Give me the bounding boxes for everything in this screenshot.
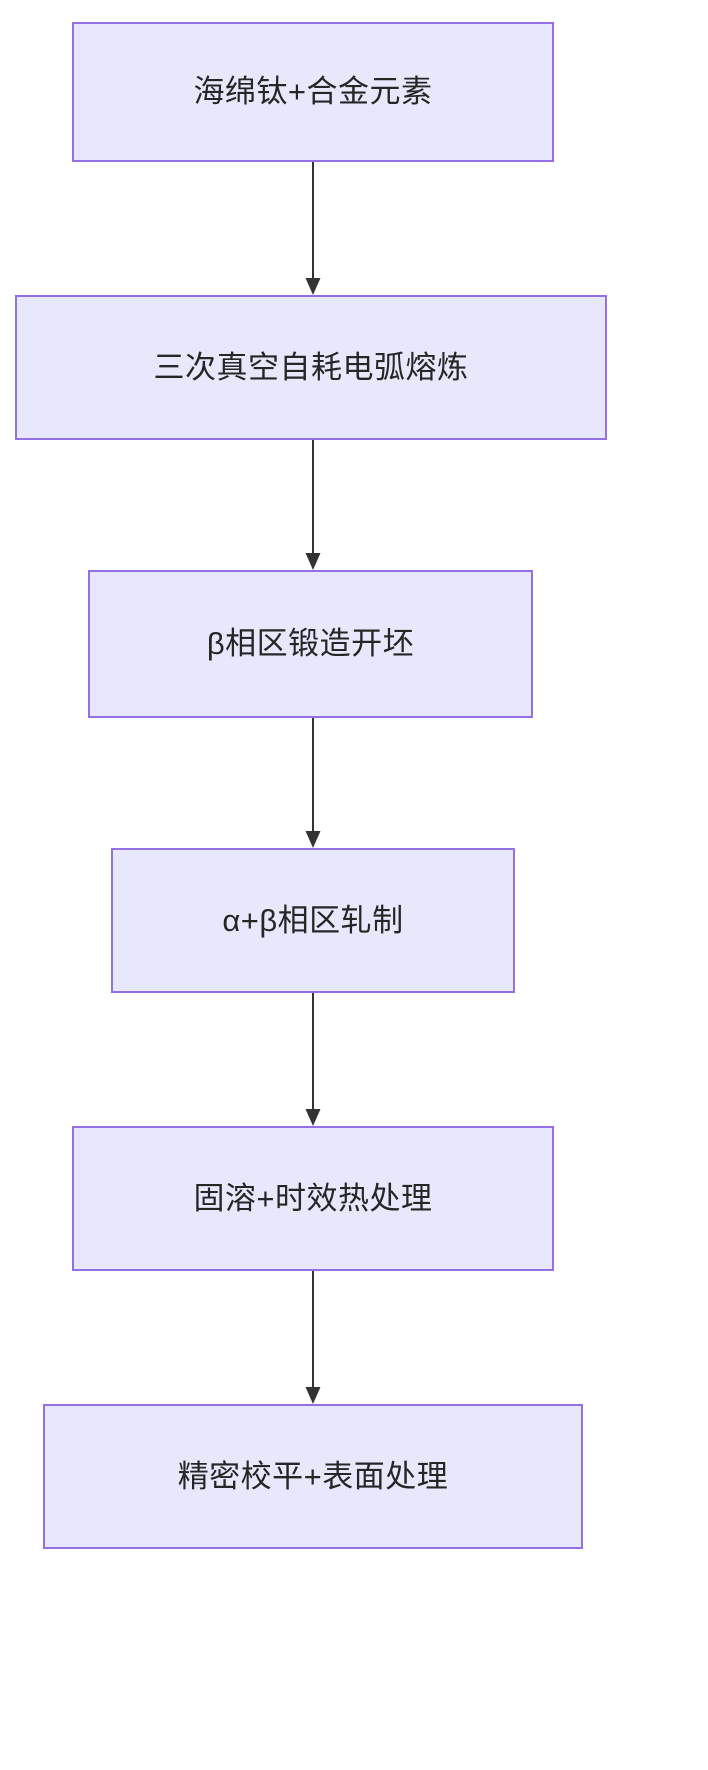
flow-node-3[interactable]: β相区锻造开坯 [88, 570, 533, 718]
edge-arrowhead-icon [305, 553, 321, 570]
flow-node-5-label: 固溶+时效热处理 [193, 1180, 433, 1216]
flow-node-3-label: β相区锻造开坯 [206, 626, 415, 662]
flow-node-1-label: 海绵钛+合金元素 [193, 74, 433, 110]
flow-node-2[interactable]: 三次真空自耗电弧熔炼 [15, 295, 607, 440]
flow-node-4-label: α+β相区轧制 [222, 902, 404, 938]
flow-node-6[interactable]: 精密校平+表面处理 [43, 1404, 583, 1549]
edge-arrowhead-icon [305, 1387, 321, 1404]
edge-arrowhead-icon [305, 831, 321, 848]
flow-node-6-label: 精密校平+表面处理 [177, 1458, 449, 1494]
flow-node-1[interactable]: 海绵钛+合金元素 [72, 22, 554, 162]
edge-arrowhead-icon [305, 1109, 321, 1126]
edge-arrowhead-icon [305, 278, 321, 295]
flow-node-5[interactable]: 固溶+时效热处理 [72, 1126, 554, 1271]
flow-node-4[interactable]: α+β相区轧制 [111, 848, 515, 993]
flow-node-2-label: 三次真空自耗电弧熔炼 [153, 349, 469, 385]
